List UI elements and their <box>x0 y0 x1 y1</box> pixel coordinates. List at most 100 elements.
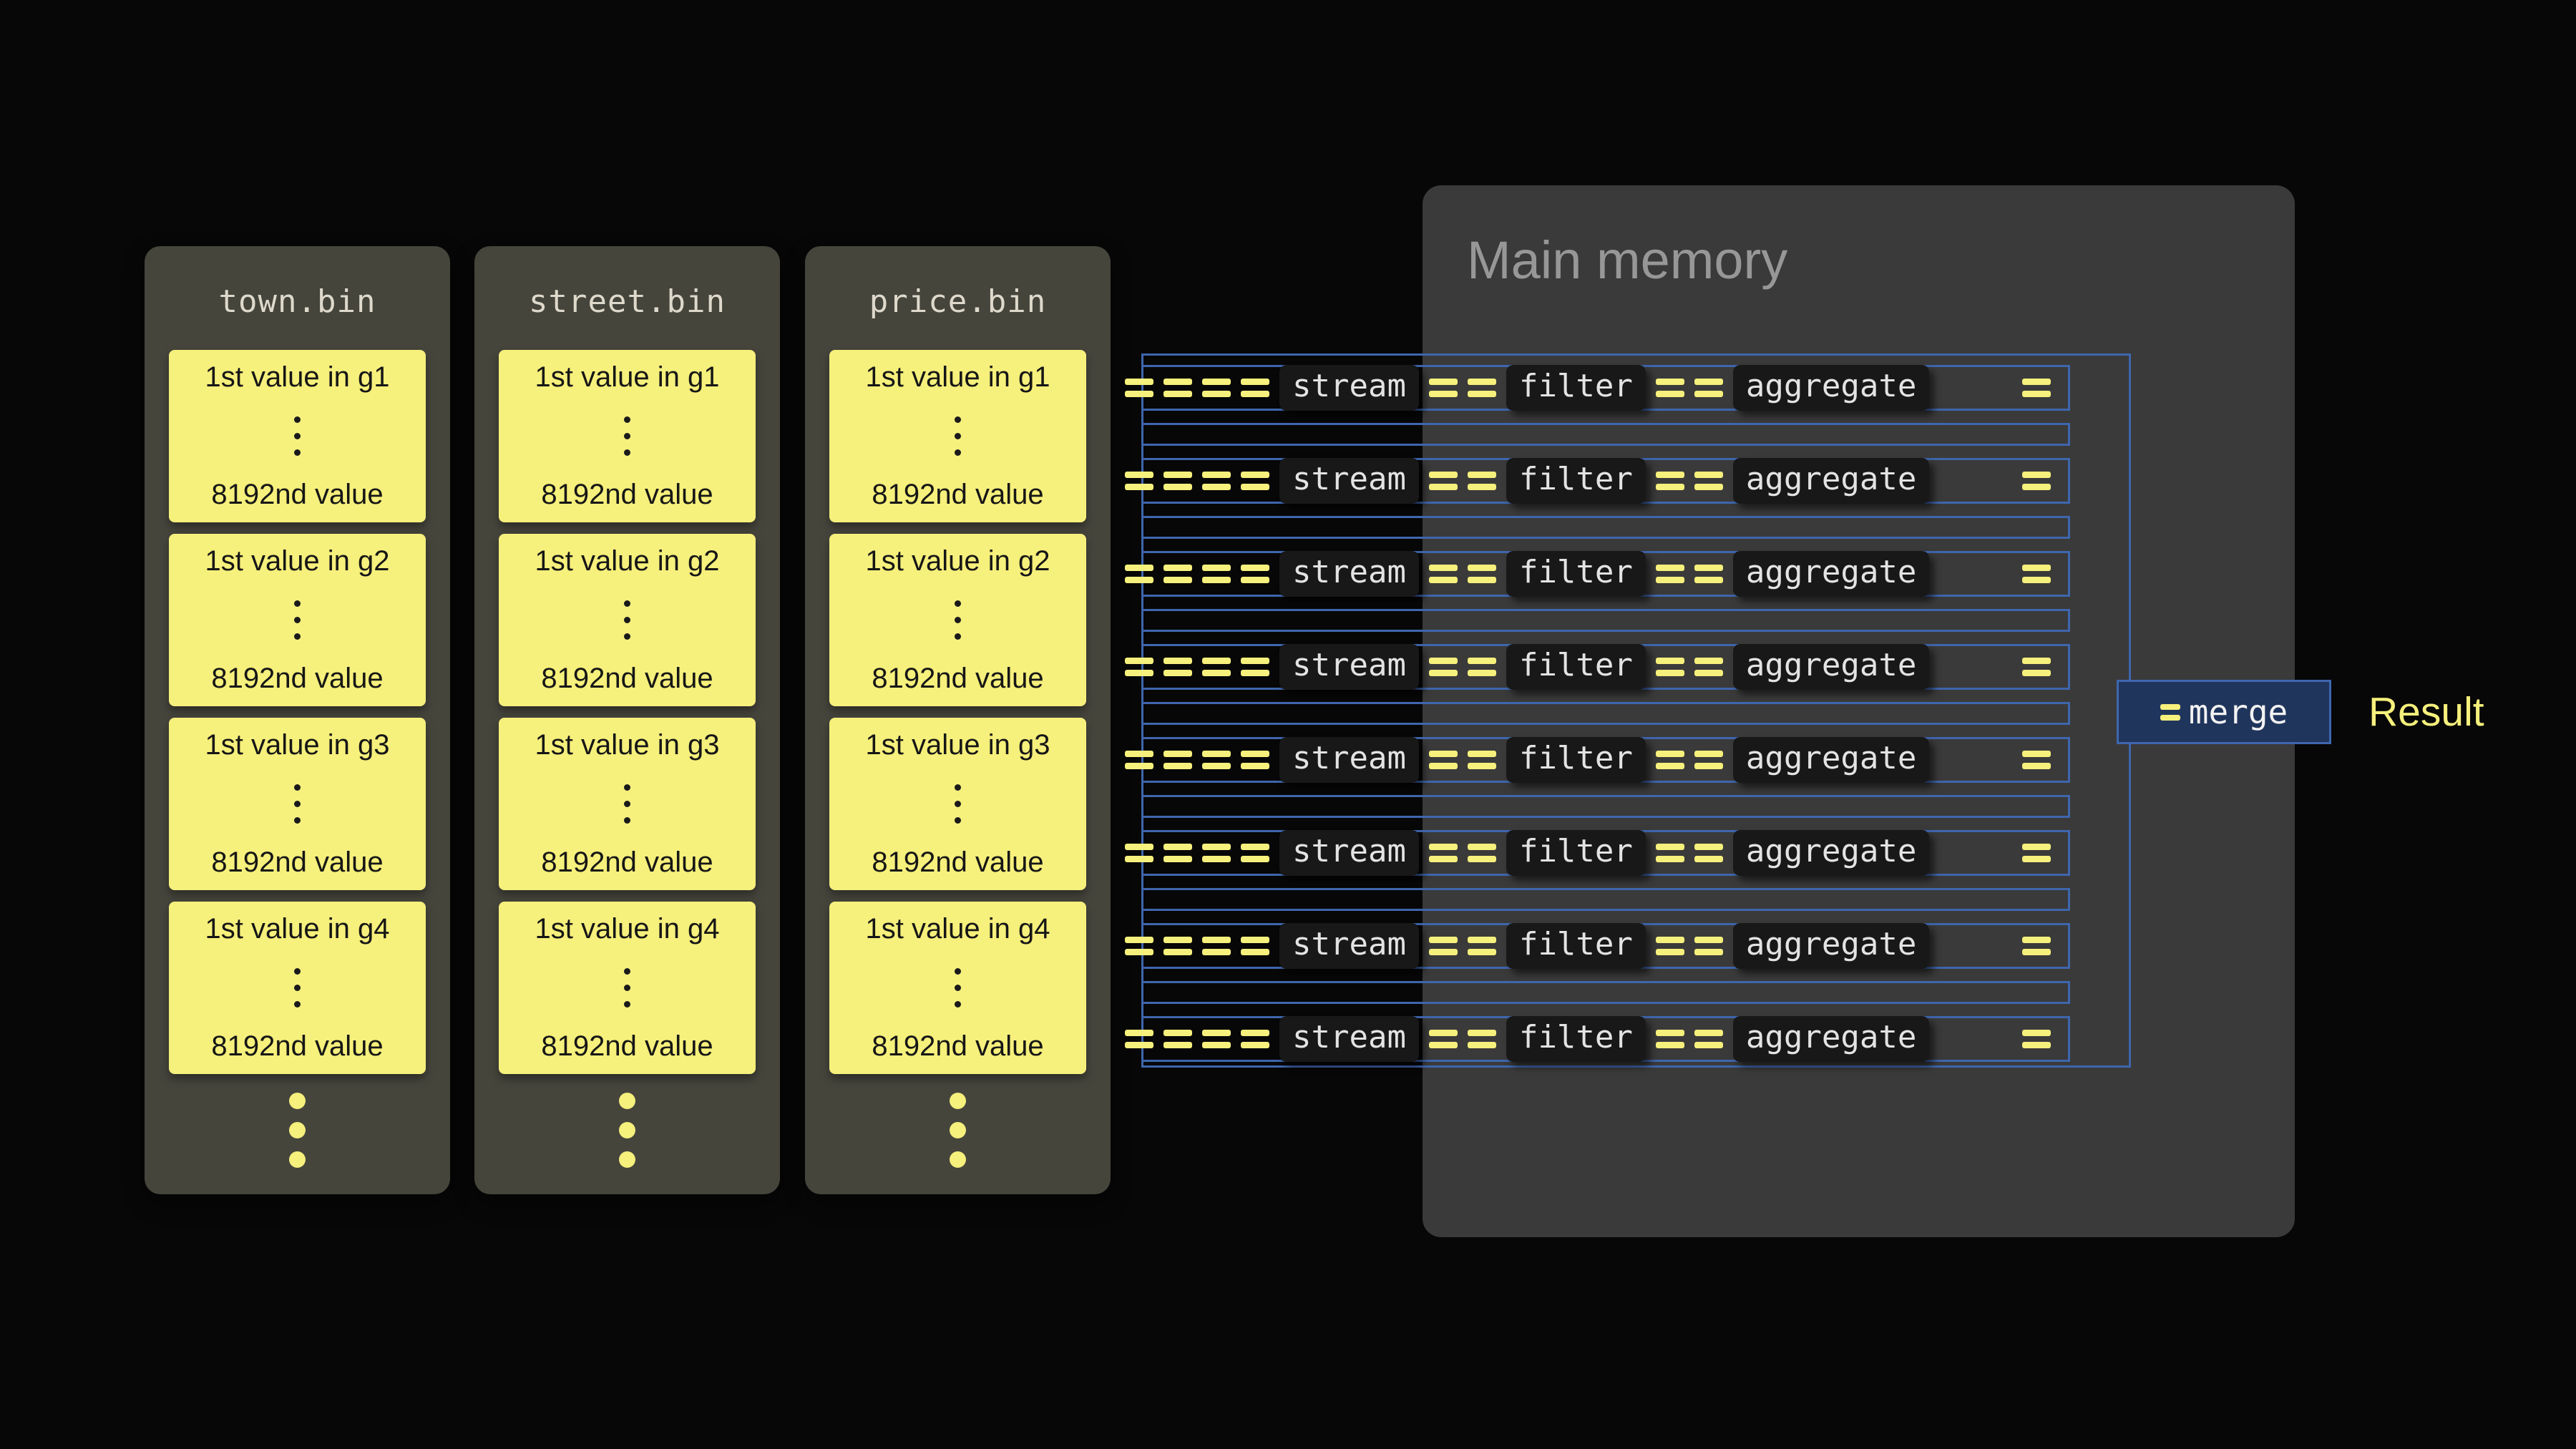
merge-chunk-icon <box>2160 703 2180 721</box>
pipeline-outline: stream filter aggregate stream filter ag… <box>1125 353 2131 1068</box>
chunk-icon <box>1655 751 1684 769</box>
chunk-icon <box>1655 472 1684 490</box>
aggregate-box: aggregate <box>1732 551 1930 597</box>
chunk-icon <box>1694 472 1723 490</box>
pipeline-row: stream filter aggregate <box>1125 458 2070 504</box>
card-bottom-label: 8192nd value <box>211 663 384 694</box>
pipeline-spacer <box>1141 795 2070 818</box>
file-panel-price: price.bin 1st value in g1 8192nd value 1… <box>805 246 1111 1194</box>
file-panel-street: street.bin 1st value in g1 8192nd value … <box>474 246 780 1194</box>
aggregate-box: aggregate <box>1732 830 1930 876</box>
file-name-label: town.bin <box>218 283 376 320</box>
chunk-icon <box>1241 937 1269 955</box>
chunk-icon <box>1163 751 1192 769</box>
file-panel-town: town.bin 1st value in g1 8192nd value 1s… <box>145 246 450 1194</box>
filter-box: filter <box>1506 644 1646 690</box>
chunk-icon <box>1467 1030 1496 1048</box>
card-list: 1st value in g1 8192nd value 1st value i… <box>829 350 1086 1074</box>
chunk-icon <box>2022 658 2051 676</box>
chunk-icon <box>1467 658 1496 676</box>
chunk-icon <box>1428 937 1458 955</box>
chunk-icon <box>1202 658 1231 676</box>
chunk-icon <box>1125 844 1153 862</box>
chunk-icon <box>1655 658 1684 676</box>
value-card: 1st value in g4 8192nd value <box>829 902 1086 1074</box>
chunk-icon <box>1241 751 1269 769</box>
card-ellipsis-icon <box>955 416 961 456</box>
card-bottom-label: 8192nd value <box>541 1030 713 1062</box>
stream-box: stream <box>1279 830 1419 876</box>
chunk-icon <box>1428 1030 1458 1048</box>
pipeline-spacer <box>1141 609 2070 632</box>
card-ellipsis-icon <box>624 784 630 824</box>
value-card: 1st value in g3 8192nd value <box>499 718 756 890</box>
card-ellipsis-icon <box>294 600 301 640</box>
panel-ellipsis-icon <box>805 1093 1111 1168</box>
chunk-icon <box>1125 379 1153 397</box>
chunk-icon <box>1202 844 1231 862</box>
panel-ellipsis-icon <box>474 1093 780 1168</box>
chunk-icon <box>1202 379 1231 397</box>
chunk-icon <box>1241 658 1269 676</box>
pipeline-row: stream filter aggregate <box>1125 923 2070 969</box>
card-top-label: 1st value in g3 <box>865 729 1050 761</box>
pipeline-row: stream filter aggregate <box>1125 644 2070 690</box>
chunk-icon <box>1694 1030 1723 1048</box>
pipeline-row: stream filter aggregate <box>1125 830 2070 876</box>
chunk-icon <box>1655 937 1684 955</box>
chunk-icon <box>1163 379 1192 397</box>
chunk-icon <box>1428 844 1458 862</box>
chunk-icon <box>1202 472 1231 490</box>
stream-box: stream <box>1279 1016 1419 1062</box>
merge-label: merge <box>2188 693 2288 731</box>
chunk-icon <box>1202 1030 1231 1048</box>
filter-box: filter <box>1506 737 1646 783</box>
card-top-label: 1st value in g4 <box>205 913 390 945</box>
aggregate-box: aggregate <box>1732 737 1930 783</box>
stream-box: stream <box>1279 365 1419 411</box>
chunk-icon <box>1694 658 1723 676</box>
stream-box: stream <box>1279 923 1419 969</box>
aggregate-box: aggregate <box>1732 1016 1930 1062</box>
chunk-icon <box>1163 565 1192 583</box>
chunk-icon <box>1125 472 1153 490</box>
chunk-icon <box>1202 565 1231 583</box>
value-card: 1st value in g4 8192nd value <box>499 902 756 1074</box>
card-list: 1st value in g1 8192nd value 1st value i… <box>169 350 426 1074</box>
value-card: 1st value in g3 8192nd value <box>169 718 426 890</box>
chunk-icon <box>1125 751 1153 769</box>
chunk-icon <box>1467 472 1496 490</box>
value-card: 1st value in g2 8192nd value <box>499 534 756 706</box>
card-bottom-label: 8192nd value <box>872 479 1044 510</box>
pipeline-row: stream filter aggregate <box>1125 737 2070 783</box>
chunk-icon <box>1125 937 1153 955</box>
value-card: 1st value in g1 8192nd value <box>499 350 756 522</box>
card-top-label: 1st value in g2 <box>865 545 1050 577</box>
card-top-label: 1st value in g3 <box>535 729 720 761</box>
chunk-icon <box>2022 379 2051 397</box>
chunk-icon <box>1163 1030 1192 1048</box>
chunk-icon <box>1694 844 1723 862</box>
chunk-icon <box>2022 565 2051 583</box>
chunk-icon <box>1241 565 1269 583</box>
value-card: 1st value in g1 8192nd value <box>169 350 426 522</box>
card-top-label: 1st value in g4 <box>535 913 720 945</box>
chunk-icon <box>2022 751 2051 769</box>
file-name-label: street.bin <box>529 283 726 320</box>
aggregate-box: aggregate <box>1732 365 1930 411</box>
card-top-label: 1st value in g4 <box>865 913 1050 945</box>
chunk-icon <box>1241 844 1269 862</box>
chunk-icon <box>2022 937 2051 955</box>
chunk-icon <box>1125 658 1153 676</box>
card-ellipsis-icon <box>955 784 961 824</box>
card-ellipsis-icon <box>955 600 961 640</box>
merge-box: merge <box>2117 680 2331 744</box>
aggregate-box: aggregate <box>1732 644 1930 690</box>
card-ellipsis-icon <box>294 784 301 824</box>
chunk-icon <box>1428 565 1458 583</box>
chunk-icon <box>1655 1030 1684 1048</box>
chunk-icon <box>1125 565 1153 583</box>
card-bottom-label: 8192nd value <box>872 1030 1044 1062</box>
chunk-icon <box>1241 472 1269 490</box>
card-ellipsis-icon <box>294 968 301 1008</box>
